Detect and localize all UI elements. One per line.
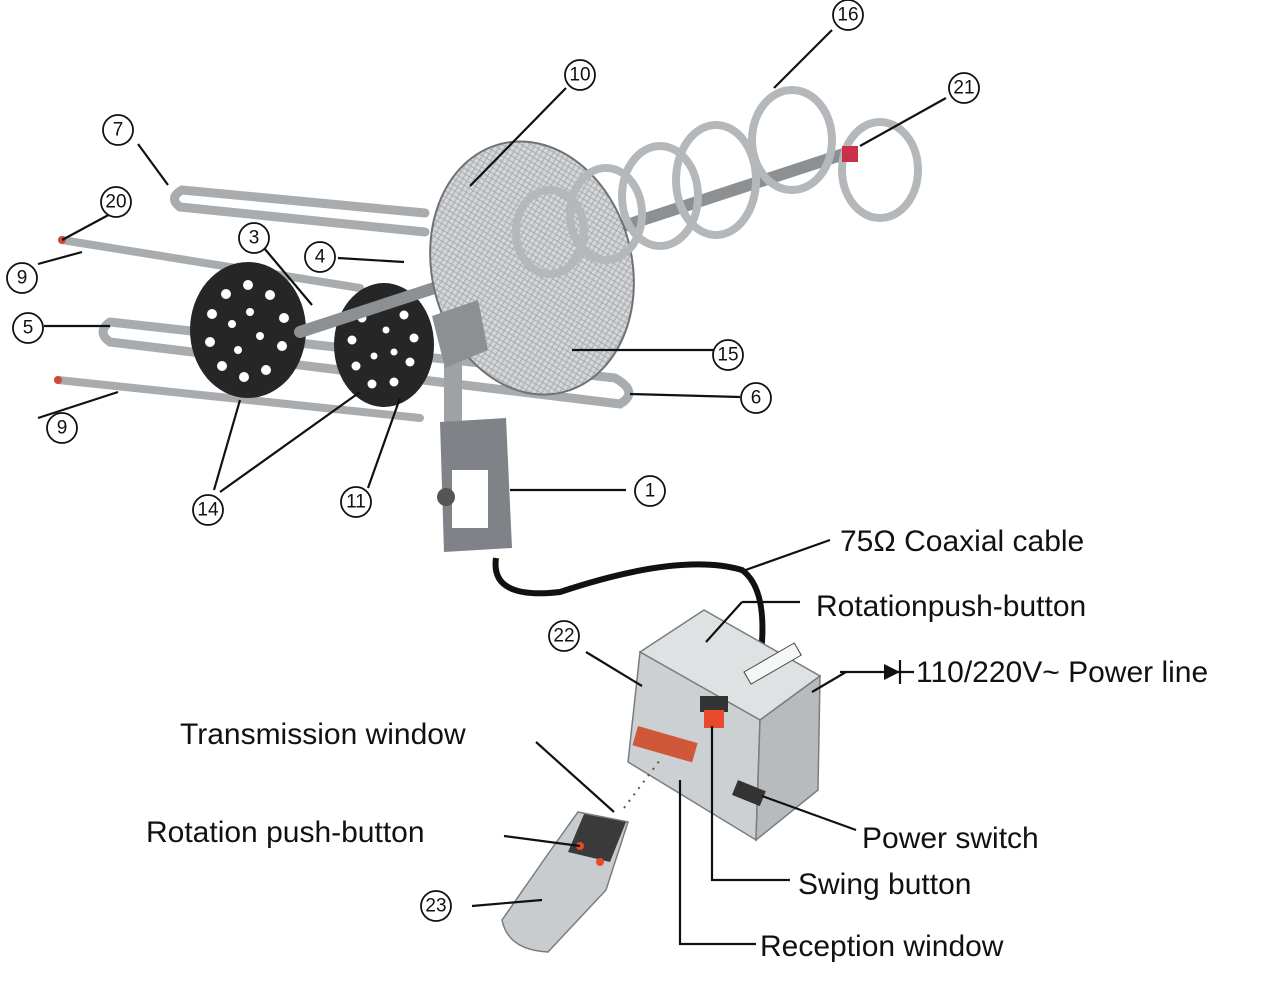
- perforated-disc-left: [190, 262, 306, 398]
- svg-text:1: 1: [645, 481, 656, 502]
- label-transmission-window: Transmission window: [180, 718, 466, 751]
- red-end-cap: [842, 146, 858, 162]
- control-box: [627, 609, 822, 842]
- svg-text:11: 11: [346, 492, 366, 513]
- svg-text:20: 20: [105, 192, 126, 213]
- label-rotation-button-remote: Rotation push-button: [146, 816, 425, 849]
- svg-text:5: 5: [23, 318, 34, 339]
- svg-text:9: 9: [17, 268, 28, 289]
- leader-lines: [37, 29, 947, 946]
- svg-text:21: 21: [953, 78, 974, 99]
- callout-20: 20: [100, 186, 132, 218]
- svg-text:7: 7: [113, 120, 124, 141]
- svg-text:15: 15: [717, 345, 738, 366]
- label-power-line: 110/220V~ Power line: [916, 656, 1208, 689]
- rear-dipole-frame-lower: [98, 317, 634, 409]
- svg-text:4: 4: [315, 247, 326, 268]
- director-loops: [512, 86, 922, 278]
- power-line-arrow: [840, 660, 914, 684]
- callout-14: 14: [192, 494, 224, 526]
- callout-9-lower: 9: [46, 412, 78, 444]
- mounting-clamp: [437, 418, 512, 552]
- svg-text:22: 22: [553, 626, 574, 647]
- callout-1: 1: [634, 475, 666, 507]
- svg-text:9: 9: [57, 418, 68, 439]
- callout-6: 6: [740, 382, 772, 414]
- callout-4: 4: [304, 241, 336, 273]
- ir-beam: [623, 759, 661, 809]
- element-rod-lower: [54, 376, 424, 422]
- rear-dipole-frame-upper: [170, 185, 430, 237]
- svg-text:3: 3: [249, 228, 260, 249]
- label-swing-button: Swing button: [798, 868, 971, 901]
- svg-text:14: 14: [197, 500, 219, 521]
- callout-10: 10: [564, 59, 596, 91]
- label-coaxial-cable: 75Ω Coaxial cable: [840, 525, 1084, 558]
- callout-21: 21: [948, 72, 980, 104]
- callout-16: 16: [832, 0, 864, 31]
- remote-control: [501, 811, 629, 953]
- callout-11: 11: [340, 486, 372, 518]
- label-reception-window: Reception window: [760, 930, 1004, 963]
- svg-text:10: 10: [569, 65, 590, 86]
- svg-text:6: 6: [751, 388, 762, 409]
- label-rotation-button-box: Rotationpush-button: [816, 590, 1086, 623]
- callout-5: 5: [12, 312, 44, 344]
- label-power-switch: Power switch: [862, 822, 1039, 855]
- svg-text:23: 23: [425, 896, 446, 917]
- callout-7: 7: [102, 114, 134, 146]
- mast: [432, 300, 488, 428]
- callout-23: 23: [420, 890, 452, 922]
- callout-3: 3: [238, 222, 270, 254]
- callout-15: 15: [712, 339, 744, 371]
- svg-text:16: 16: [837, 5, 858, 26]
- coaxial-cable: [492, 557, 766, 676]
- callout-9-upper: 9: [6, 262, 38, 294]
- callout-22: 22: [548, 620, 580, 652]
